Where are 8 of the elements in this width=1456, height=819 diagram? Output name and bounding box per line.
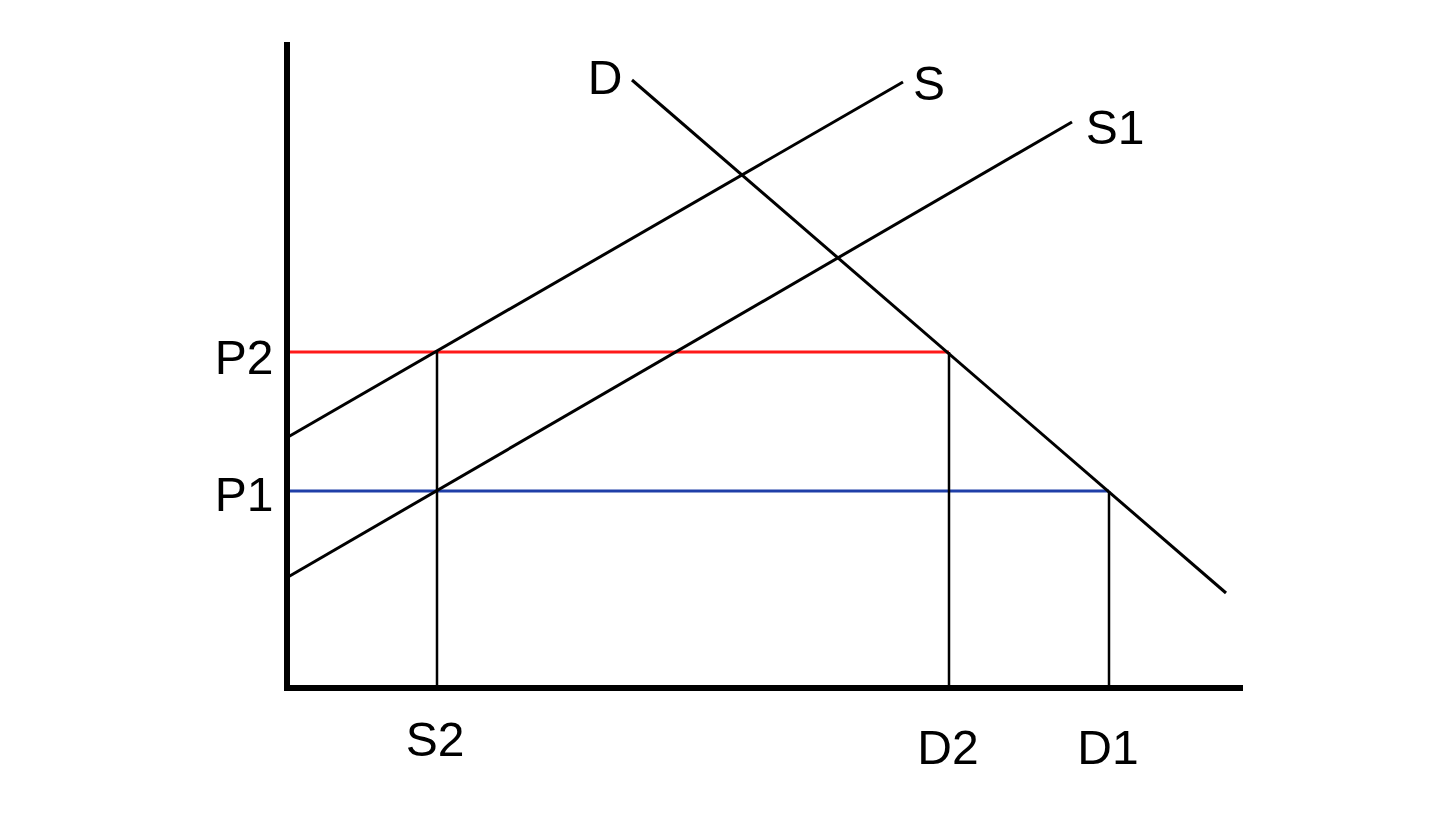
axis-label: D2 (917, 724, 979, 772)
axis-label: P1 (214, 471, 274, 519)
axis-label: P2 (214, 334, 274, 382)
curve-label: S (913, 60, 945, 108)
axis-label: S2 (405, 716, 465, 764)
curve-label: D (587, 54, 623, 102)
curve-label: S1 (1085, 104, 1145, 152)
axis-label: D1 (1077, 724, 1139, 772)
